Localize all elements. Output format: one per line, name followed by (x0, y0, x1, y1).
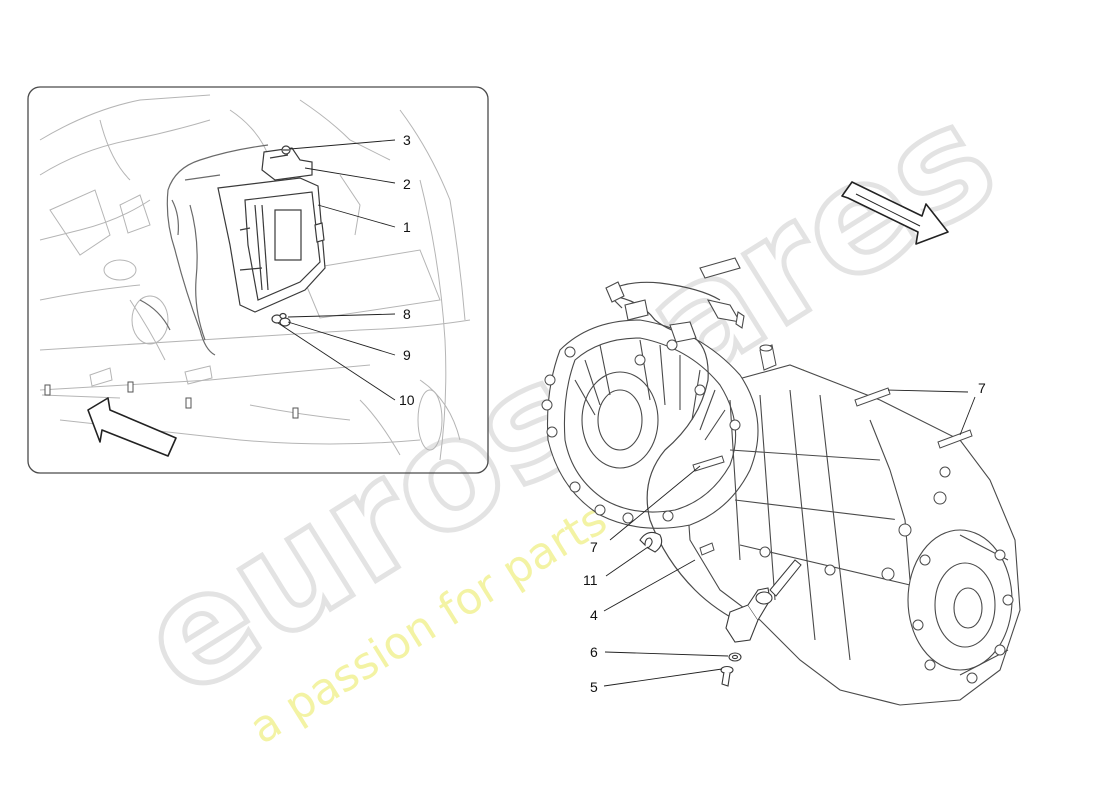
callout-4: 4 (590, 607, 598, 623)
gearbox-assembly: 7 7 11 4 6 5 (541, 181, 1021, 706)
callout-11: 11 (583, 572, 598, 588)
assembly-callouts: 7 7 11 4 6 5 (583, 380, 986, 695)
callout-9: 9 (403, 347, 411, 363)
cable-clip (639, 531, 663, 553)
screw (281, 145, 291, 155)
washer (728, 652, 742, 662)
assembly-leader-lines (603, 389, 976, 687)
gearbox-housing (546, 319, 1021, 706)
speed-sensor (725, 587, 773, 643)
inset-panel: 3 2 1 8 9 10 (27, 86, 489, 474)
breather (759, 344, 777, 371)
callout-3: 3 (403, 132, 411, 148)
callout-7-upper: 7 (978, 380, 986, 396)
nut-and-washer (271, 312, 291, 327)
tcu-module (217, 177, 326, 313)
callout-6: 6 (590, 644, 598, 660)
studs (692, 387, 973, 556)
bracket (261, 147, 313, 181)
inset-leader-lines (277, 139, 396, 401)
inset-frame (27, 86, 489, 474)
housing-bolts (541, 339, 1014, 684)
sensor-connectors (605, 257, 745, 343)
callout-2: 2 (403, 176, 411, 192)
view-direction-arrow (87, 397, 177, 457)
callout-10: 10 (399, 392, 415, 408)
callout-5: 5 (590, 679, 598, 695)
arrow-shading (855, 193, 921, 227)
callout-7-lower: 7 (590, 539, 598, 555)
inset-callouts: 3 2 1 8 9 10 (399, 132, 415, 408)
callout-1: 1 (403, 219, 411, 235)
speed-sensor-rod (769, 559, 802, 597)
sensor-cable (609, 281, 746, 626)
callout-8: 8 (403, 306, 411, 322)
floor-studs (44, 381, 299, 419)
wiring-harness (139, 144, 269, 356)
fixing-bolt (720, 665, 734, 687)
